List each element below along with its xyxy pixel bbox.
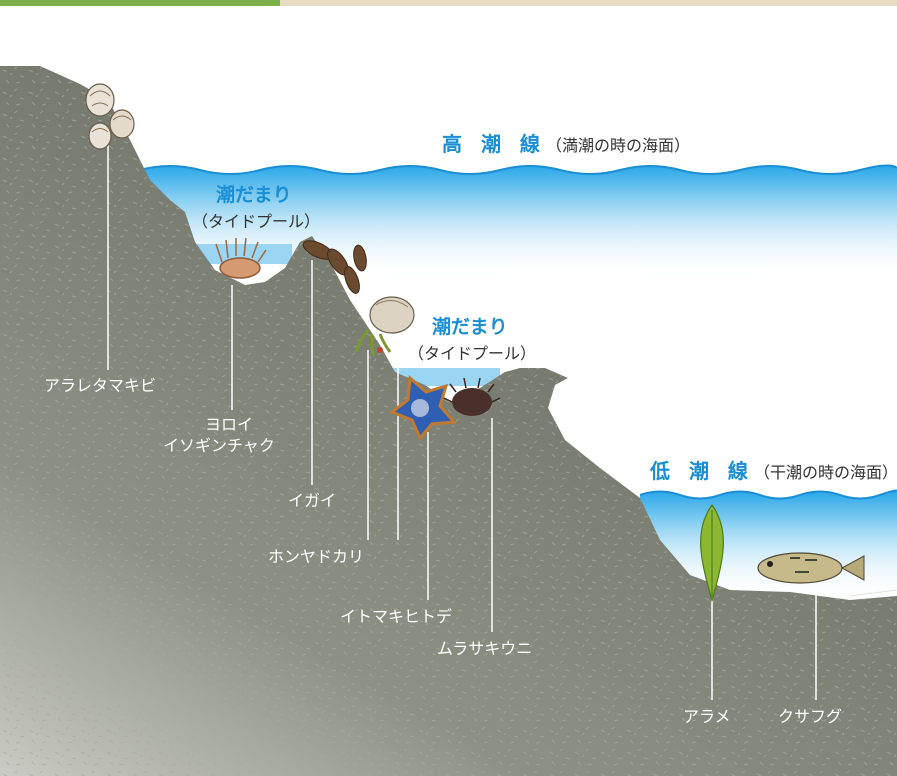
lower-pool-water [390,368,500,386]
label-mussel: イガイ [288,491,337,510]
label-hermit-crab: ホンヤドカリ [268,547,365,566]
mussel-icon [302,240,367,294]
low-tide-wave-line [639,489,897,500]
lower-pool-subtitle: （タイドプール） [408,344,537,363]
sea-urchin-icon [443,377,501,416]
sea-anemone-icon [215,237,267,279]
high-tide-note: （満潮の時の海面） [545,136,690,155]
high-tide-wave-line [139,164,897,175]
hermit-crab-icon [354,296,415,357]
label-seaweed: アラメ [683,707,731,726]
lower-pool-title: 潮だまり [432,316,508,338]
seaweed-icon [700,503,724,603]
low-tide-note: （干潮の時の海面） [753,463,897,482]
upper-pool-subtitle: （タイドプール） [192,212,321,231]
low-tide-label: 低 潮 線（干潮の時の海面） [650,455,897,484]
top-strip-green [0,0,280,6]
label-urchin: ムラサキウニ [437,639,533,658]
leader-lines [107,142,817,700]
label-periwinkle: アラレタマキビ [44,376,157,395]
label-starfish: イトマキヒトデ [340,607,453,626]
high-tide-title: 高 潮 線 [442,132,546,156]
label-pufferfish: クサフグ [778,707,843,726]
starfish-icon [388,374,458,441]
upper-pool-title: 潮だまり [216,184,292,206]
periwinkle-icon [85,83,135,150]
high-tide-label: 高 潮 線（満潮の時の海面） [442,128,690,157]
low-shelf-highlight [849,589,897,597]
label-anemone-line2: イソギンチャク [163,436,275,455]
label-anemone-line1: ヨロイ [205,415,254,434]
low-tide-title: 低 潮 線 [650,459,754,483]
top-strip [0,0,897,6]
pufferfish-icon [757,552,865,584]
